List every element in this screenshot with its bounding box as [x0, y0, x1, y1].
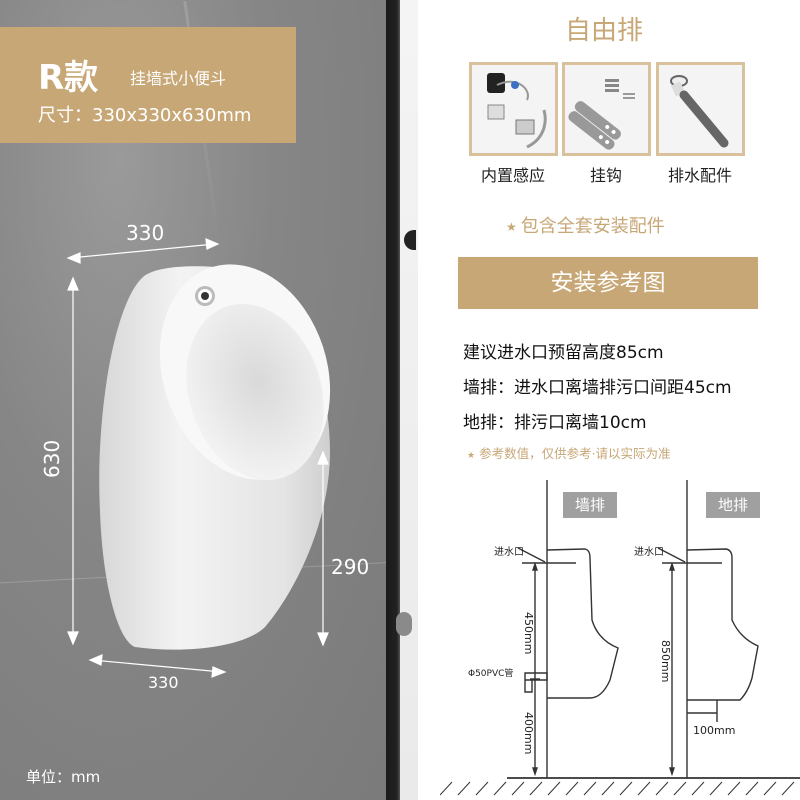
- product-size: 尺寸：330x330x630mm: [38, 105, 252, 126]
- included-note: ★包含全套安装配件: [506, 212, 665, 238]
- wall-lower-dim: 400mm: [522, 712, 535, 755]
- hinge-bottom: [396, 612, 412, 636]
- model-name: R款: [38, 58, 99, 98]
- dimension-arrows: [66, 238, 329, 678]
- drain-pipe-icon: [670, 75, 729, 148]
- dim-top-width: 330: [126, 221, 165, 245]
- star-icon: ★: [467, 451, 476, 461]
- dim-height: 630: [40, 439, 64, 478]
- glass-panel: [400, 0, 418, 800]
- tag-floor-drain: 地排: [706, 492, 760, 518]
- dim-side-height: 290: [331, 555, 370, 579]
- installation-diagram: [440, 480, 800, 796]
- reference-note: ★参考数值，仅供参考·请以实际为准: [467, 443, 671, 462]
- accessories-title: 自由排: [565, 16, 644, 46]
- accessory-drain: [656, 62, 745, 156]
- spec-inlet-height: 建议进水口预留高度85cm: [463, 343, 664, 363]
- pvc-pipe-label: Φ50PVC管: [468, 669, 514, 679]
- floor-offset-dim: 100mm: [693, 724, 736, 737]
- wall-upper-dim: 450mm: [522, 612, 535, 655]
- title-band: [0, 27, 296, 143]
- hinge-top: [404, 230, 416, 250]
- accessory-sensor: [469, 62, 558, 156]
- floor-inlet-label: 进水口: [634, 547, 664, 558]
- wall-hook-icon: [568, 79, 635, 150]
- floor-height-dim: 850mm: [659, 640, 672, 683]
- star-icon: ★: [506, 220, 517, 234]
- included-note-text: 包含全套安装配件: [520, 216, 665, 237]
- accessory-label-drain: 排水配件: [667, 166, 732, 185]
- reference-note-text: 参考数值，仅供参考·请以实际为准: [479, 446, 671, 461]
- unit-label: 单位：mm: [26, 768, 101, 786]
- spec-floor-drain: 地排：排污口离墙10cm: [463, 413, 647, 433]
- tag-wall-drain: 墙排: [563, 492, 617, 518]
- sensor-kit-icon: [487, 73, 547, 149]
- accessory-hooks: [562, 62, 651, 156]
- accessory-label-sensor: 内置感应: [480, 166, 545, 185]
- wall-inlet-label: 进水口: [494, 547, 524, 558]
- dim-bottom-width: 330: [148, 673, 179, 692]
- spec-wall-drain: 墙排：进水口离墙排污口间距45cm: [463, 378, 732, 398]
- installation-title: 安装参考图: [458, 257, 758, 309]
- urinal-illustration: [99, 264, 331, 650]
- product-type: 挂墙式小便斗: [130, 69, 227, 88]
- accessory-label-hooks: 挂钩: [589, 166, 622, 185]
